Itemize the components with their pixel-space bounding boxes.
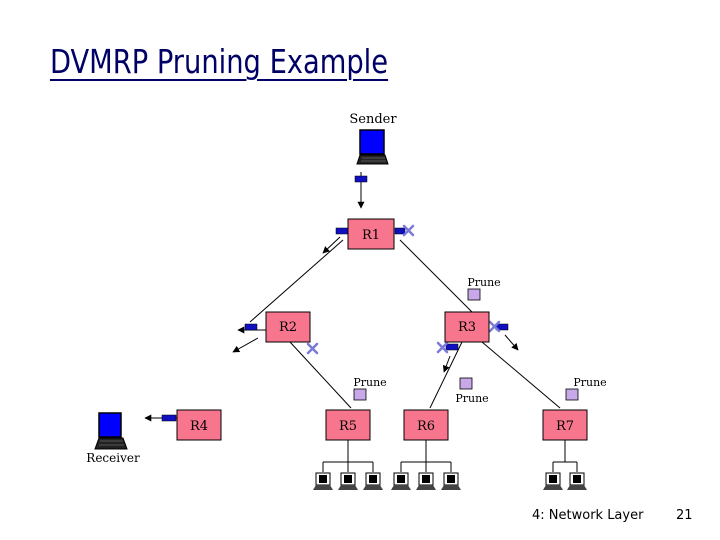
packet-r1-right <box>394 227 406 235</box>
router-label-r4: R4 <box>190 419 208 434</box>
link-r1-r3 <box>399 239 483 323</box>
host-computers <box>313 472 587 490</box>
lan-lines <box>322 440 578 472</box>
router-label-r1: R1 <box>362 228 380 243</box>
prune-box-r6 <box>459 377 473 390</box>
cross-r1-right-icon <box>402 224 415 237</box>
prune-label-r5: Prune <box>353 376 386 389</box>
router-r2: R2 <box>265 311 311 343</box>
computer-icon <box>391 472 411 490</box>
router-label-r6: R6 <box>417 419 435 434</box>
router-label-r7: R7 <box>556 419 574 434</box>
arrow-r1-r2 <box>322 236 341 254</box>
sender-label: Sender <box>349 112 397 127</box>
link-r3-r7 <box>481 341 561 409</box>
packet-r4 <box>161 414 177 422</box>
computer-icon <box>543 472 563 490</box>
link-r1-r2 <box>249 239 344 323</box>
computer-icon <box>363 472 383 490</box>
computer-icon <box>567 472 587 490</box>
prune-label-r3: Prune <box>467 276 500 289</box>
router-label-r3: R3 <box>458 320 476 335</box>
prune-label-r6: Prune <box>455 392 488 405</box>
packets <box>161 175 509 422</box>
packet-r3-left <box>445 343 459 351</box>
link-r2-r5 <box>289 341 352 409</box>
computer-icon <box>416 472 436 490</box>
link-lines <box>249 239 561 409</box>
router-r1: R1 <box>347 218 395 250</box>
prune-box-r7 <box>565 388 579 401</box>
computer-icon <box>338 472 358 490</box>
page-number: 21 <box>676 508 693 523</box>
flow-arrows <box>144 172 519 422</box>
link-r3-r6 <box>429 341 463 409</box>
packet-r1-left <box>335 227 349 235</box>
receiver-computer-icon <box>94 412 128 450</box>
computer-icon <box>313 472 333 490</box>
cross-r3-right-icon <box>488 320 501 333</box>
packet-sender <box>354 175 368 183</box>
cross-r3-r6-icon <box>436 341 449 354</box>
router-r6: R6 <box>403 409 449 441</box>
router-r3: R3 <box>444 311 490 343</box>
arrow-r2-down <box>232 337 259 353</box>
sender-computer-icon <box>356 129 389 165</box>
router-label-r2: R2 <box>279 320 297 335</box>
cross-r2-r5-icon <box>306 342 319 355</box>
arrow-r3-right <box>504 334 519 351</box>
footer-chapter: 4: Network Layer <box>532 508 644 523</box>
arrow-r3-r6 <box>442 355 451 373</box>
router-r4: R4 <box>176 409 222 441</box>
prune-box-r5 <box>353 388 367 401</box>
packet-r2 <box>244 323 258 331</box>
router-r5: R5 <box>325 409 371 441</box>
prune-boxes <box>353 288 579 401</box>
computer-icon <box>441 472 461 490</box>
prune-box-r3 <box>467 288 481 301</box>
slide-title: DVMRP Pruning Example <box>50 42 389 81</box>
receiver-label: Receiver <box>86 451 140 465</box>
prune-crosses <box>306 224 501 355</box>
router-label-r5: R5 <box>339 419 357 434</box>
router-r7: R7 <box>542 409 588 441</box>
prune-label-r7: Prune <box>573 376 606 389</box>
